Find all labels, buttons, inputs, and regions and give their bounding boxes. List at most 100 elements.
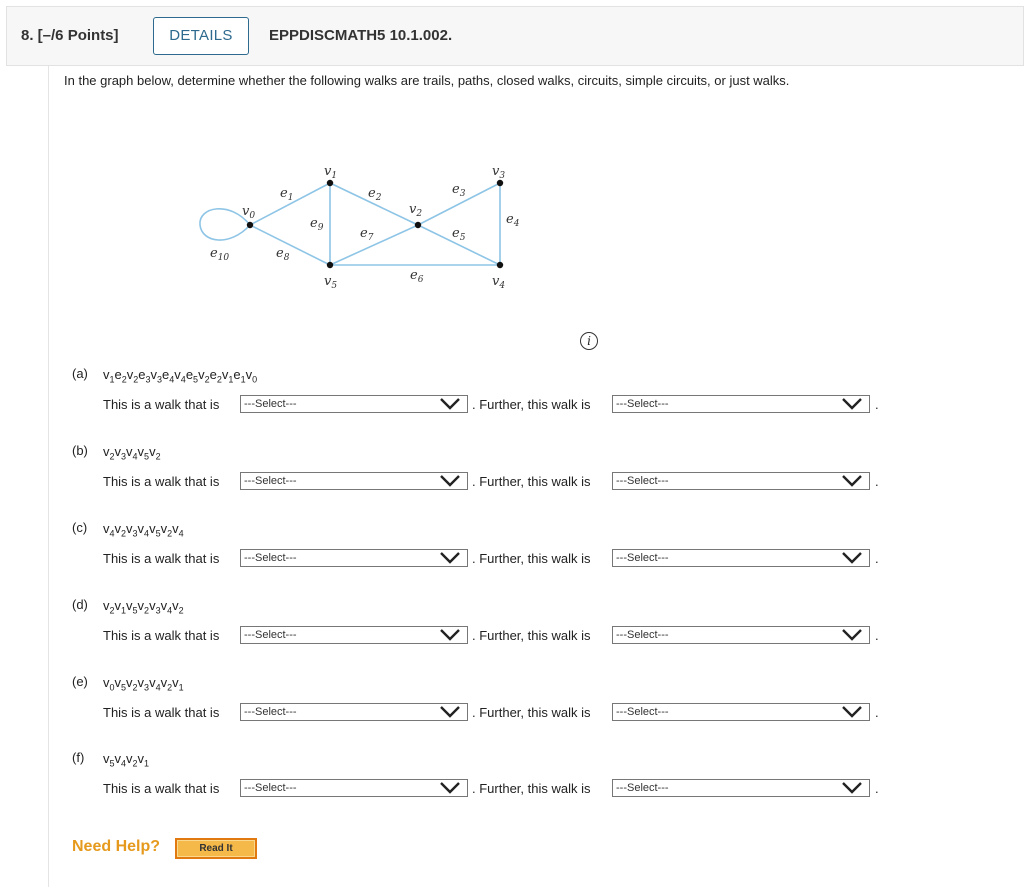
edge-e7 [329,224,419,266]
walk-type-prompt: This is a walk that is [103,397,220,412]
walk-property-select[interactable]: ---Select--- [612,779,870,797]
further-prompt: . Further, this walk is [472,551,591,566]
question-number: 8. [–/6 Points] [21,27,119,44]
chevron-down-icon [842,629,862,641]
walk-type-prompt: This is a walk that is [103,781,220,796]
part-label: (a) [72,366,88,381]
further-prompt: . Further, this walk is [472,705,591,720]
label-e1: e1 [280,186,293,203]
label-v5: v5 [324,274,337,291]
chevron-down-icon [842,398,862,410]
part-label: (e) [72,674,88,689]
chevron-down-icon [440,629,460,641]
select-value: ---Select--- [244,782,297,794]
walk-sequence: v2v1v5v2v3v4v2 [103,598,184,616]
walk-type-select[interactable]: ---Select--- [240,626,468,644]
question-header: 8. [–/6 Points] DETAILS EPPDISCMATH5 10.… [6,6,1024,66]
part-label: (d) [72,597,88,612]
chevron-down-icon [440,552,460,564]
period-mark: . [875,397,879,412]
select-value: ---Select--- [616,552,669,564]
need-help-label: Need Help? [72,838,161,855]
chevron-down-icon [842,552,862,564]
label-e8: e8 [276,246,290,263]
walk-type-prompt: This is a walk that is [103,705,220,720]
further-prompt: . Further, this walk is [472,628,591,643]
walk-type-prompt: This is a walk that is [103,474,220,489]
label-e6: e6 [410,268,424,285]
chevron-down-icon [440,398,460,410]
further-prompt: . Further, this walk is [472,474,591,489]
walk-type-select[interactable]: ---Select--- [240,703,468,721]
walk-sequence: v5v4v2v1 [103,751,150,769]
period-mark: . [875,781,879,796]
edge-e8 [249,224,331,266]
walk-type-select[interactable]: ---Select--- [240,779,468,797]
select-value: ---Select--- [244,706,297,718]
label-e9: e9 [310,216,324,233]
edge-e5 [417,224,501,266]
walk-property-select[interactable]: ---Select--- [612,395,870,413]
walk-sequence: v2v3v4v5v2 [103,444,161,462]
walk-property-select[interactable]: ---Select--- [612,472,870,490]
period-mark: . [875,705,879,720]
select-value: ---Select--- [244,398,297,410]
walk-type-select[interactable]: ---Select--- [240,549,468,567]
edge-e3 [417,182,501,226]
label-v4: v4 [492,274,505,291]
label-e3: e3 [452,182,466,199]
label-e4: e4 [506,212,520,229]
walk-property-select[interactable]: ---Select--- [612,626,870,644]
further-prompt: . Further, this walk is [472,781,591,796]
chevron-down-icon [842,706,862,718]
instructions: In the graph below, determine whether th… [64,73,790,88]
edge-e2 [329,182,419,226]
vertex-v2 [414,221,422,229]
label-v2: v2 [409,202,422,219]
question-code: EPPDISCMATH5 10.1.002. [269,27,453,44]
question-body [48,66,1024,887]
period-mark: . [875,551,879,566]
select-value: ---Select--- [244,629,297,641]
part-label: (b) [72,443,88,458]
edge-e1 [249,182,331,226]
part-label: (f) [72,750,85,765]
period-mark: . [875,474,879,489]
chevron-down-icon [440,475,460,487]
vertex-v0 [246,221,254,229]
walk-sequence: v4v2v3v4v5v2v4 [103,521,184,539]
walk-type-select[interactable]: ---Select--- [240,395,468,413]
label-e10: e10 [210,246,229,263]
read-it-button[interactable]: Read It [175,838,257,859]
vertex-v1 [326,179,334,187]
chevron-down-icon [842,475,862,487]
info-icon[interactable]: i [580,332,598,350]
details-button[interactable]: DETAILS [153,17,249,55]
label-e5: e5 [452,226,466,243]
select-value: ---Select--- [616,475,669,487]
edge-e10 [199,208,251,241]
walk-type-prompt: This is a walk that is [103,551,220,566]
label-e2: e2 [368,186,382,203]
walk-sequence: v1e2v2e3v3e4v4e5v2e2v1e1v0 [103,367,258,385]
select-value: ---Select--- [616,706,669,718]
walk-type-prompt: This is a walk that is [103,628,220,643]
label-v3: v3 [492,164,505,181]
chevron-down-icon [440,706,460,718]
select-value: ---Select--- [616,782,669,794]
label-e7: e7 [360,226,374,243]
graph-figure: v0 v1 v2 v3 v4 v5 e1 e2 e3 e4 e5 e6 e7 e… [199,164,520,291]
select-value: ---Select--- [244,475,297,487]
period-mark: . [875,628,879,643]
walk-property-select[interactable]: ---Select--- [612,549,870,567]
chevron-down-icon [842,782,862,794]
walk-property-select[interactable]: ---Select--- [612,703,870,721]
walk-sequence: v0v5v2v3v4v2v1 [103,675,184,693]
vertex-v3 [496,179,504,187]
walk-type-select[interactable]: ---Select--- [240,472,468,490]
select-value: ---Select--- [244,552,297,564]
select-value: ---Select--- [616,629,669,641]
part-label: (c) [72,520,88,535]
chevron-down-icon [440,782,460,794]
select-value: ---Select--- [616,398,669,410]
